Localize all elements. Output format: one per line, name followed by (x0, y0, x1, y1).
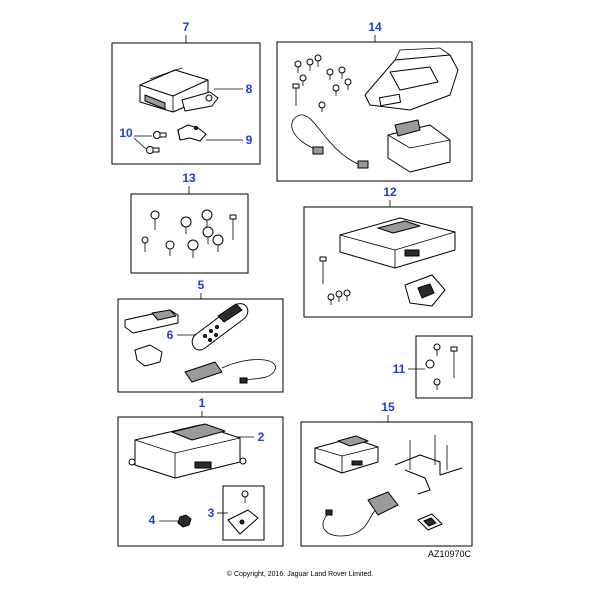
cradle-icon (387, 119, 451, 173)
callout-5[interactable]: 5 (198, 278, 205, 292)
group-12-box (303, 206, 473, 318)
group-1: 1 2 3 4 (117, 396, 284, 547)
callout-7[interactable]: 7 (183, 20, 190, 34)
callout-14[interactable]: 14 (368, 20, 382, 34)
antenna-pad-icon (367, 491, 399, 516)
holder-tray-icon (364, 47, 459, 111)
screw-icon (146, 131, 167, 154)
group-7-box (111, 42, 261, 165)
fastener-kit-icon (141, 209, 237, 258)
group-15-box (300, 421, 473, 547)
group-5: 5 6 (117, 278, 284, 393)
screw-set-icon (327, 289, 351, 305)
diagram-reference-code: AZ10970C (428, 549, 472, 559)
fixing-kit-icon (425, 343, 458, 390)
connector-icon (404, 274, 446, 307)
callout-6[interactable]: 6 (167, 328, 174, 342)
stud-pin-icon (319, 256, 327, 284)
frame-bracket-icon (394, 435, 463, 495)
callout-4[interactable]: 4 (149, 513, 156, 527)
sensor-module-icon (139, 67, 219, 113)
callout-8[interactable]: 8 (246, 82, 253, 96)
group-15: 15 (300, 400, 473, 547)
group-14-box (276, 41, 473, 182)
bracket-with-screw-icon (227, 490, 259, 535)
group-13-box (130, 193, 249, 274)
group-11-box (415, 335, 473, 399)
bolt-set-icon (294, 54, 352, 112)
callout-11[interactable]: 11 (393, 362, 406, 376)
group-1-box (117, 416, 284, 547)
plug-socket-icon (417, 513, 443, 531)
callout-1[interactable]: 1 (199, 396, 206, 410)
callout-2[interactable]: 2 (258, 430, 265, 444)
cable-harness-icon (291, 114, 369, 169)
gateway-module-icon (314, 435, 379, 474)
stud-pin-icon (292, 83, 300, 106)
callout-3[interactable]: 3 (208, 506, 215, 520)
handset-icon (191, 303, 249, 351)
group-14: 14 (276, 20, 473, 182)
group-11: 11 (393, 335, 473, 399)
group-7: 7 8 9 10 (111, 20, 261, 165)
callout-10[interactable]: 10 (119, 126, 133, 140)
telephone-module-icon (128, 423, 247, 479)
callout-12[interactable]: 12 (383, 185, 397, 199)
cradle-adapter-icon (124, 309, 179, 334)
group-13: 13 (130, 171, 249, 274)
callout-15[interactable]: 15 (381, 400, 395, 414)
callout-9[interactable]: 9 (246, 133, 253, 147)
leader-10b (133, 137, 147, 150)
mounting-bracket-icon (177, 124, 207, 142)
clip-bracket-icon (134, 344, 163, 367)
power-lead-icon (184, 359, 276, 384)
callout-13[interactable]: 13 (182, 171, 196, 185)
group-5-box (117, 298, 284, 393)
nut-icon (177, 514, 192, 528)
copyright-notice: © Copyright, 2016. Jaguar Land Rover Lim… (227, 570, 373, 578)
control-module-icon (339, 217, 456, 269)
group-12: 12 (303, 185, 473, 318)
antenna-lead-icon (322, 507, 379, 537)
